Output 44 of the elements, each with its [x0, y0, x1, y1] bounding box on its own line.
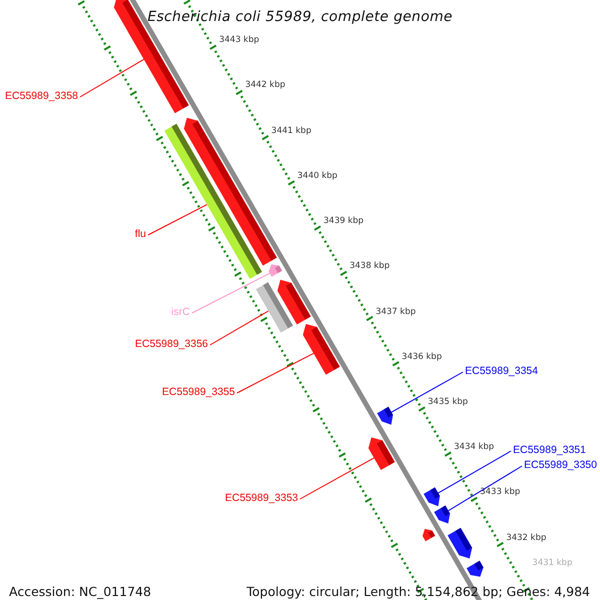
gene-feature	[302, 324, 340, 375]
leader-line	[390, 372, 464, 413]
scale-label: 3432 kbp	[506, 532, 546, 544]
gene-label: isrC	[171, 306, 190, 319]
gene-feature	[368, 437, 395, 470]
scale-label: 3443 kbp	[219, 35, 260, 46]
title: Escherichia coli 55989, complete genome	[146, 9, 454, 25]
scale-label: 3438 kbp	[350, 261, 390, 272]
gene-label: EC55989_3351	[513, 444, 586, 457]
leader-line	[210, 310, 269, 346]
gene-label: EC55989_3354	[465, 365, 538, 378]
leader-line	[448, 466, 522, 512]
leader-line	[148, 204, 208, 236]
gene-feature	[448, 528, 472, 558]
scale-label: 3434 kbp	[454, 442, 494, 454]
gene-feature	[466, 560, 484, 577]
gene-feature	[434, 506, 450, 524]
leader-line	[192, 272, 270, 314]
leader-line	[438, 450, 512, 494]
leader-line	[80, 58, 144, 98]
leader-line	[236, 352, 314, 394]
scale-label: 3437 kbp	[376, 306, 416, 318]
gene-label: EC55989_3356	[135, 338, 208, 351]
gene-feature	[424, 487, 440, 506]
scale-label: 3435 kbp	[428, 396, 468, 408]
info-text: Accession: NC_011748	[9, 584, 152, 599]
gene-label: EC55989_3358	[5, 90, 78, 103]
gene-label: EC55989_3355	[162, 386, 235, 399]
gene-feature	[268, 264, 282, 277]
scale-label: 3436 kbp	[402, 352, 442, 363]
leader-line	[300, 457, 374, 500]
gene-label: EC55989_3353	[225, 492, 298, 505]
gene-feature	[422, 528, 436, 542]
scale-label: 3433 kbp	[480, 487, 520, 498]
scale-label: 3440 kbp	[297, 170, 338, 182]
scale-label: 3439 kbp	[324, 216, 364, 228]
scale-label: 3431 kbp	[532, 558, 572, 569]
info-text: Topology: circular; Length: 5,154,862 bp; Genes: 4,984	[246, 584, 590, 599]
gene-label: EC55989_3350	[524, 459, 597, 472]
gene-label: flu	[134, 228, 146, 241]
scale-label: 3441 kbp	[271, 126, 312, 137]
gene-feature	[377, 406, 393, 425]
scale-label: 3442 kbp	[245, 80, 286, 92]
gene-feature	[277, 280, 311, 324]
